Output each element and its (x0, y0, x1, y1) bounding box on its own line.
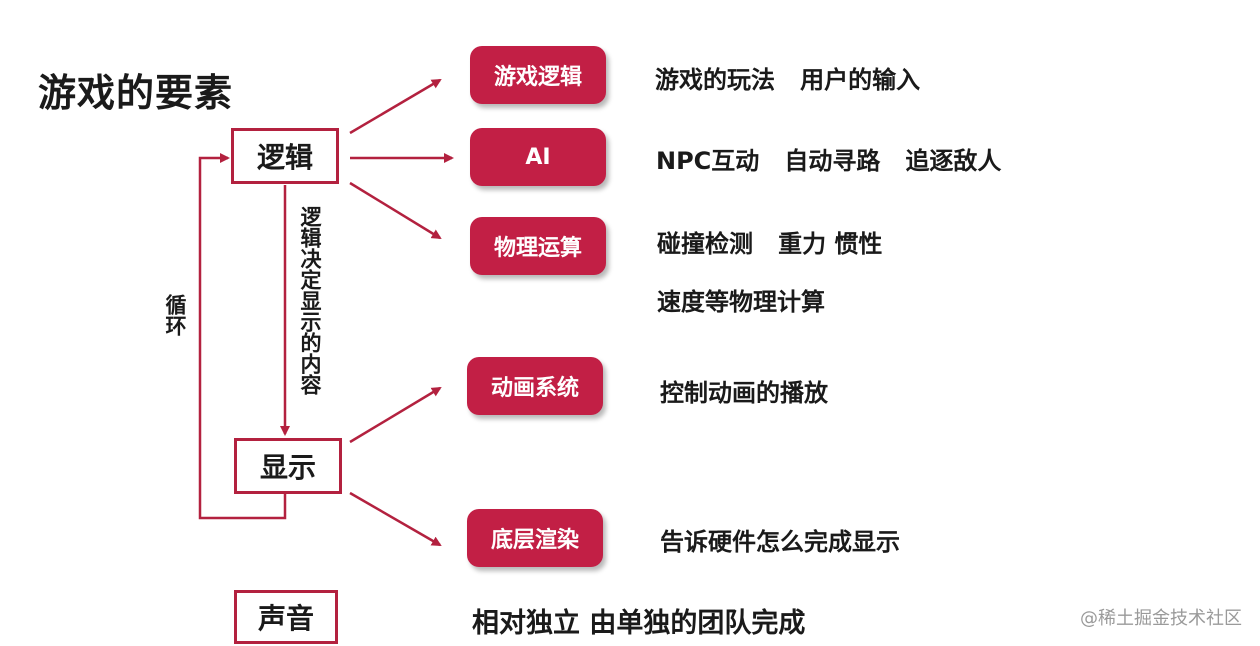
loop-label: 循环 (163, 294, 187, 336)
desc-physics-1: 碰撞检测 重力 惯性 (657, 230, 883, 258)
module-game-logic: 游戏逻辑 (470, 46, 606, 104)
logic-to-display-label: 逻辑决定显示的内容 (298, 206, 322, 395)
desc-ai: NPC互动 自动寻路 追逐敌人 (656, 147, 1002, 175)
desc-animation: 控制动画的播放 (660, 379, 828, 407)
module-physics: 物理运算 (470, 217, 606, 275)
desc-game-logic: 游戏的玩法 用户的输入 (655, 66, 921, 94)
desc-render: 告诉硬件怎么完成显示 (660, 528, 900, 556)
module-ai: AI (470, 128, 606, 186)
arrow-logic-to-physics (349, 181, 442, 240)
module-animation: 动画系统 (467, 357, 603, 415)
arrow-display-to-render (349, 491, 442, 547)
page-title: 游戏的要素 (38, 71, 234, 115)
module-render: 底层渲染 (467, 509, 603, 567)
desc-physics-2: 速度等物理计算 (657, 288, 825, 316)
arrow-display-to-animation (349, 386, 442, 444)
arrow-logic-to-gamelogic (349, 78, 442, 135)
sound-box: 声音 (234, 590, 338, 644)
logic-box: 逻辑 (231, 128, 339, 184)
display-box: 显示 (234, 438, 342, 494)
sound-desc: 相对独立 由单独的团队完成 (472, 608, 806, 639)
watermark: @稀土掘金技术社区 (1080, 608, 1242, 629)
loop-arrow (198, 153, 287, 520)
